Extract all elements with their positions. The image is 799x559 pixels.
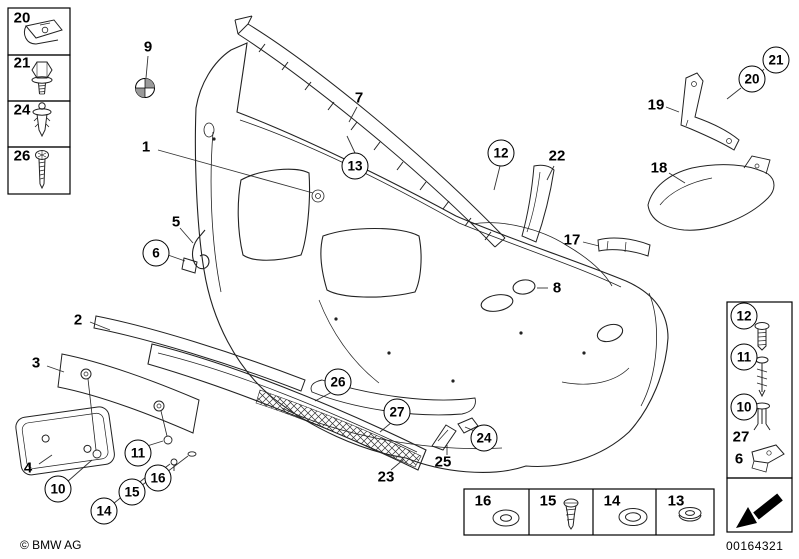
callout-21-circled[interactable]: 21	[762, 46, 790, 74]
callout-6[interactable]: 6	[734, 450, 744, 468]
callout-19[interactable]: 19	[647, 96, 665, 114]
torx-screw-icon	[35, 150, 49, 190]
hook-part-5	[191, 229, 210, 270]
callout-17[interactable]: 17	[563, 231, 581, 249]
pin-rivet-icon	[755, 356, 769, 398]
bumper-cover-part	[194, 42, 669, 473]
blind-rivet-icon	[753, 402, 771, 431]
callout-10-circled[interactable]: 10	[730, 393, 758, 421]
grommet-icon	[618, 508, 648, 526]
callout-14-circled[interactable]: 14	[90, 497, 118, 525]
pan-screw-icon	[754, 322, 770, 351]
hex-bolt-washer-icon	[31, 61, 53, 95]
inset-bottom-box	[463, 488, 715, 536]
callout-23[interactable]: 23	[377, 468, 395, 486]
diagram-number: 00164321	[726, 539, 784, 553]
callout-12-circled[interactable]: 12	[730, 302, 758, 330]
bracket-part-25	[431, 424, 457, 451]
callout-18[interactable]: 18	[650, 159, 668, 177]
mount-bracket-part-17	[597, 237, 651, 257]
callout-11-circled[interactable]: 11	[124, 439, 152, 467]
inset-top-left-box	[7, 7, 71, 195]
callout-2[interactable]: 2	[73, 311, 83, 329]
callout-22[interactable]: 22	[548, 147, 566, 165]
kidney-grille-right	[320, 228, 422, 298]
kidney-grille-left	[237, 168, 311, 261]
expansion-rivet-icon	[32, 102, 52, 138]
upper-trim-strip-part	[234, 15, 506, 248]
washer-cover-part-18	[647, 155, 775, 231]
tow-hook-cap-part	[512, 279, 536, 295]
mesh-grille-strip-part-23	[147, 343, 427, 471]
callout-16[interactable]: 16	[474, 492, 492, 510]
direction-arrow-icon	[736, 493, 783, 528]
clip-nut-icon	[23, 19, 63, 45]
callout-20-circled[interactable]: 20	[738, 65, 766, 93]
callout-1[interactable]: 1	[141, 138, 151, 156]
callout-15-circled[interactable]: 15	[118, 478, 146, 506]
inset-right-box	[726, 301, 793, 533]
callout-5[interactable]: 5	[171, 213, 181, 231]
callout-26[interactable]: 26	[13, 147, 31, 165]
callout-7[interactable]: 7	[354, 89, 364, 107]
callout-27-circled[interactable]: 27	[383, 398, 411, 426]
callout-20[interactable]: 20	[13, 9, 31, 27]
license-plate-base-part-4	[15, 406, 115, 476]
callout-13-circled[interactable]: 13	[341, 152, 369, 180]
tapping-screw-icon	[563, 498, 579, 530]
support-bracket-part-19	[680, 72, 740, 151]
callout-16-circled[interactable]: 16	[144, 464, 172, 492]
callout-27[interactable]: 27	[732, 428, 750, 446]
fog-lamp-opening	[480, 294, 514, 312]
plate-bracket-part-3	[57, 353, 200, 459]
callout-4[interactable]: 4	[23, 459, 33, 477]
clip-part-6	[181, 257, 198, 274]
callout-25[interactable]: 25	[434, 453, 452, 471]
callout-21[interactable]: 21	[13, 54, 31, 72]
side-trim-part-22	[521, 164, 555, 243]
washer-ring-icon	[492, 509, 520, 527]
lower-trim-strip-part-2	[93, 315, 306, 392]
side-marker-opening	[596, 323, 624, 343]
callout-9[interactable]: 9	[143, 38, 153, 56]
leader-lines	[38, 55, 765, 505]
callout-8[interactable]: 8	[552, 279, 562, 297]
callout-24-circled[interactable]: 24	[470, 424, 498, 452]
callout-12-circled[interactable]: 12	[487, 139, 515, 167]
callout-11-circled[interactable]: 11	[730, 343, 758, 371]
callout-6-circled[interactable]: 6	[142, 239, 170, 267]
push-nut-icon	[678, 507, 702, 522]
callout-14[interactable]: 14	[603, 492, 621, 510]
callout-26-circled[interactable]: 26	[324, 368, 352, 396]
bracket-icon	[751, 444, 785, 473]
callout-3[interactable]: 3	[31, 354, 41, 372]
callout-15[interactable]: 15	[539, 492, 557, 510]
bmw-emblem-icon	[135, 78, 155, 98]
copyright-label: © BMW AG	[20, 538, 82, 552]
emblem-mount-hole	[311, 189, 325, 203]
callout-24[interactable]: 24	[13, 101, 31, 119]
callout-10-circled[interactable]: 10	[44, 475, 72, 503]
callout-13[interactable]: 13	[667, 492, 685, 510]
